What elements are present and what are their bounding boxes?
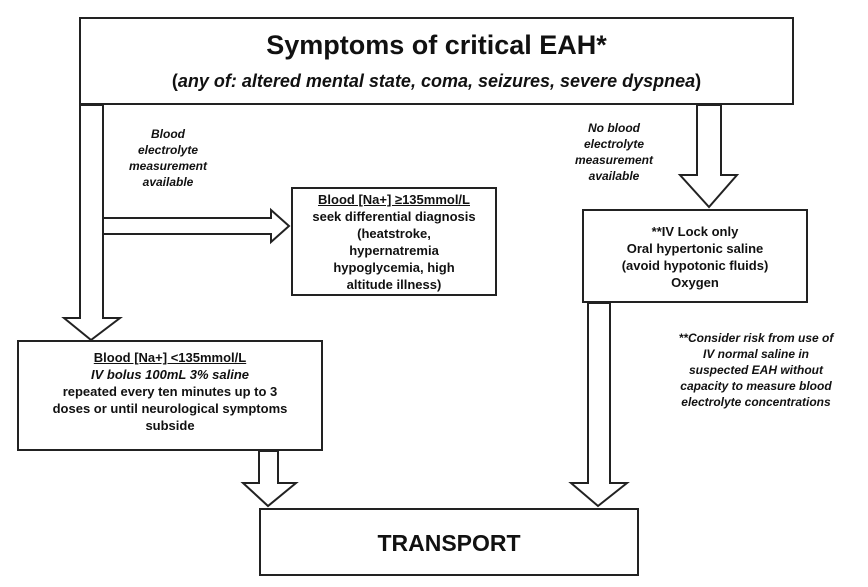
subtitle-close-paren: ) bbox=[695, 71, 702, 91]
high-sodium-box: Blood [Na+] ≥135mmol/L seek differential… bbox=[291, 187, 497, 296]
critical-eah-box bbox=[79, 17, 794, 105]
footnote-line: electrolyte concentrations bbox=[681, 395, 831, 409]
no-measurement-line: Oral hypertonic saline bbox=[626, 241, 764, 256]
arrow-down-left-branch bbox=[61, 104, 123, 342]
transport-box: TRANSPORT bbox=[259, 508, 639, 576]
high-sodium-content: Blood [Na+] ≥135mmol/L seek differential… bbox=[293, 191, 495, 293]
left-branch-label-line: measurement bbox=[128, 159, 208, 173]
high-sodium-line: hypoglycemia, high bbox=[333, 260, 455, 275]
no-measurement-line: Oxygen bbox=[671, 275, 719, 290]
low-sodium-line: IV bolus 100mL 3% saline bbox=[91, 367, 249, 382]
subtitle-text: any of: altered mental state, coma, seiz… bbox=[177, 71, 696, 91]
right-branch-label-line: available bbox=[588, 169, 640, 183]
high-sodium-line: seek differential diagnosis bbox=[312, 209, 476, 224]
footnote-line: IV normal saline in bbox=[702, 347, 810, 361]
high-sodium-line: hypernatremia bbox=[349, 243, 439, 258]
high-sodium-line: altitude illness) bbox=[346, 277, 442, 292]
low-sodium-line: doses or until neurological symptoms bbox=[52, 401, 288, 416]
subtitle-open-paren: ( bbox=[171, 71, 178, 91]
high-sodium-heading: Blood [Na+] ≥135mmol/L bbox=[318, 192, 470, 207]
right-branch-label-line: No blood bbox=[588, 121, 640, 135]
arrow-down-iv-to-transport bbox=[568, 302, 630, 508]
right-branch-label: No blood electrolyte measurement availab… bbox=[562, 120, 666, 184]
no-measurement-line: **IV Lock only bbox=[651, 224, 739, 239]
left-branch-label: Blood electrolyte measurement available bbox=[120, 126, 216, 190]
low-sodium-line: repeated every ten minutes up to 3 bbox=[62, 384, 278, 399]
diagram-subtitle: (any of: altered mental state, coma, sei… bbox=[79, 71, 794, 92]
footnote: **Consider risk from use of IV normal sa… bbox=[658, 330, 854, 410]
low-sodium-content: Blood [Na+] <135mmol/L IV bolus 100mL 3%… bbox=[19, 349, 321, 434]
right-branch-label-line: electrolyte bbox=[583, 137, 645, 151]
no-measurement-content: **IV Lock only Oral hypertonic saline (a… bbox=[584, 223, 806, 291]
footnote-line: **Consider risk from use of bbox=[678, 331, 834, 345]
diagram-title: Symptoms of critical EAH* bbox=[266, 30, 607, 60]
arrow-right-to-high-sodium bbox=[102, 207, 291, 245]
left-branch-label-line: electrolyte bbox=[137, 143, 199, 157]
low-sodium-box: Blood [Na+] <135mmol/L IV bolus 100mL 3%… bbox=[17, 340, 323, 451]
footnote-line: capacity to measure blood bbox=[680, 379, 832, 393]
low-sodium-line: subside bbox=[145, 418, 195, 433]
arrow-down-right-branch bbox=[677, 104, 740, 209]
transport-label: TRANSPORT bbox=[377, 530, 521, 556]
arrow-down-low-to-transport bbox=[240, 450, 299, 508]
left-branch-label-line: Blood bbox=[151, 127, 185, 141]
footnote-line: suspected EAH without bbox=[688, 363, 823, 377]
high-sodium-line: (heatstroke, bbox=[357, 226, 431, 241]
left-branch-label-line: available bbox=[142, 175, 194, 189]
no-measurement-box: **IV Lock only Oral hypertonic saline (a… bbox=[582, 209, 808, 303]
low-sodium-heading: Blood [Na+] <135mmol/L bbox=[93, 350, 247, 365]
right-branch-label-line: measurement bbox=[574, 153, 654, 167]
no-measurement-line: (avoid hypotonic fluids) bbox=[621, 258, 769, 273]
